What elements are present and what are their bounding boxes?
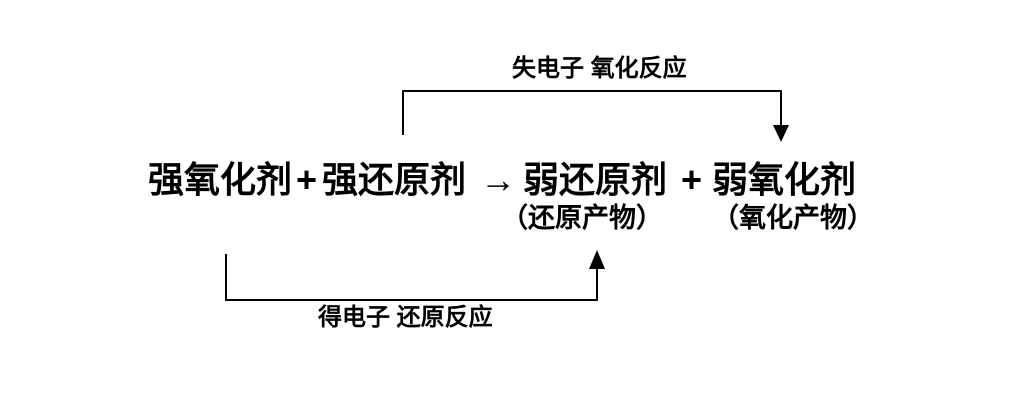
strong-reducer-term: 强还原剂 [322, 159, 467, 200]
oxidation-arrow-line [402, 90, 782, 135]
weak-reducer-term: 弱还原剂 [523, 159, 668, 200]
strong-oxidizer-term: 强氧化剂 [148, 159, 293, 200]
oxidation-product-label: （氧化产物） [712, 203, 874, 233]
reduction-arrowhead-icon [589, 250, 605, 269]
yields-arrow-icon: → [480, 159, 516, 200]
oxidation-arrow-label: 失电子 氧化反应 [512, 55, 687, 82]
weak-oxidizer-term: 弱氧化剂 [712, 159, 857, 200]
oxidation-arrowhead-icon [773, 125, 789, 142]
reduction-product-label: （还原产物） [501, 203, 663, 233]
reduction-arrow-line [225, 254, 598, 301]
plus-sign-2: + [681, 159, 703, 200]
reduction-arrow-label: 得电子 还原反应 [318, 304, 493, 331]
plus-sign-1: + [296, 159, 318, 200]
